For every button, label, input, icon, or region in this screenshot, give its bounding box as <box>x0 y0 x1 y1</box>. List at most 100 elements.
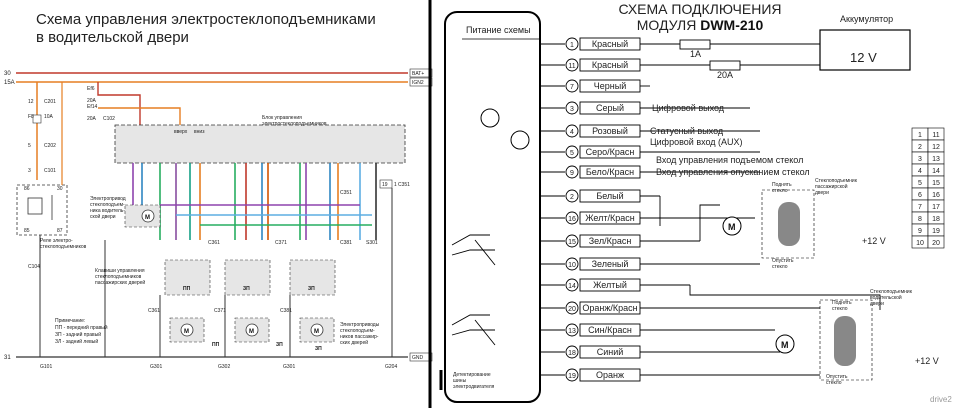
switch-label-2: ЗП <box>243 286 250 292</box>
note-3: ЗЛ - задний левый <box>55 338 98 345</box>
fuse-conn-1: C201 <box>44 99 56 105</box>
rail-31-num: 31 <box>4 355 11 361</box>
c351-pin-19: 19 <box>382 182 388 188</box>
passenger-keys-2: стеклоподъемников <box>95 274 142 280</box>
dwm210-module <box>444 11 541 403</box>
driver-motor-3: ника водитель- <box>90 208 125 214</box>
fuse-conn-3: C202 <box>44 143 56 149</box>
pin-circle <box>565 257 579 271</box>
motor-label-3: ЗП <box>315 346 322 352</box>
c102-label: C102 <box>103 116 115 122</box>
drv-switch-title-2: водительской <box>870 294 902 301</box>
conn-c351: C351 <box>340 190 352 196</box>
relay-pin-87: 87 <box>57 228 63 234</box>
fuse-block-4: 20A <box>87 116 97 122</box>
pin-wire-color: Бело/Красн <box>586 167 634 177</box>
rail-gnd-tag: GND <box>412 355 424 361</box>
motor-label-2: ЗП <box>276 342 283 348</box>
drv-motor: M <box>781 340 789 350</box>
motor-label-1: ПП <box>212 342 220 348</box>
block-title-1: Блок управления <box>262 115 302 121</box>
relay-pin-86: 86 <box>24 186 30 192</box>
pass-lower-1: Опустить <box>772 258 794 264</box>
note-2: ЗП - задний правый <box>55 331 101 338</box>
pin-wire-color: Синий <box>597 347 624 357</box>
note-title: Примечание: <box>55 318 85 324</box>
pin-circle <box>565 189 579 203</box>
connector-cell-number: 20 <box>932 240 940 247</box>
connector-cell-number: 7 <box>918 204 922 211</box>
pin-circle <box>565 58 579 72</box>
pin-circle <box>565 165 579 179</box>
detector-3: электродвигателя <box>453 384 495 390</box>
pass-motor: M <box>728 222 736 232</box>
fuse-20a: 20A <box>717 70 733 80</box>
conn-c361: C361 <box>208 240 220 246</box>
pass-lower-2: стекло <box>772 264 788 270</box>
pin-circle <box>565 37 579 51</box>
pass-plus12: +12 V <box>862 236 886 246</box>
pin-wire-color: Розовый <box>592 126 628 136</box>
connector-cell-number: 3 <box>918 156 922 163</box>
relay-label-2: стеклоподъемников <box>40 244 87 250</box>
block-arrow-down: вниз <box>194 129 205 135</box>
pin-wire-color: Оранж/Красн <box>582 303 637 313</box>
fuse-1a: 1A <box>690 49 701 59</box>
right-title-line1: СХЕМА ПОДКЛЮЧЕНИЯ <box>619 1 782 17</box>
right-title-line2: МОДУЛЯ DWM-210 <box>637 17 764 33</box>
block-title-2: электростеклоподъемников <box>262 121 327 127</box>
pin-wire-color: Желт/Красн <box>585 213 635 223</box>
ground-g204: G204 <box>385 364 397 370</box>
passenger-keys-3: пассажирских дверей <box>95 279 145 286</box>
pin-number: 7 <box>570 84 574 91</box>
pin-number: 10 <box>568 262 576 269</box>
switch-label-1: ПП <box>183 286 191 292</box>
connector-cell-number: 12 <box>932 144 940 151</box>
pin-number: 16 <box>568 216 576 223</box>
connector-cell-number: 16 <box>932 192 940 199</box>
drv-switch-title-1: Стеклоподъемник <box>870 289 913 295</box>
ground-g302: G302 <box>218 364 230 370</box>
fuse-num-4: 3 <box>28 168 31 174</box>
left-title-line1: Схема управления электростеклоподъемника… <box>36 11 376 28</box>
relay-pin-30: 30 <box>57 186 63 192</box>
pass-motors-1: Электроприводы <box>340 322 380 328</box>
passenger-keys-1: Клавиши управления <box>95 268 145 274</box>
left-title-line2: в водительской двери <box>36 29 189 46</box>
drv-plus12: +12 V <box>915 356 939 366</box>
pin-circle <box>565 323 579 337</box>
pin-wire-color: Белый <box>596 191 623 201</box>
pin-wire-color: Син/Красн <box>588 325 632 335</box>
fuse-conn-2: 10A <box>44 114 54 120</box>
connector-cell-number: 19 <box>932 228 940 235</box>
connector-cell-number: 14 <box>932 168 940 175</box>
c351-label: C351 <box>398 182 410 188</box>
pin-16: 16 Желт/Красн <box>540 211 641 225</box>
svg-text:M: M <box>249 329 254 335</box>
pass-switch-title-2: пассажирской <box>815 183 848 190</box>
conn-s301: S301 <box>366 240 378 246</box>
driver-motor-1: Электропривод <box>90 196 126 202</box>
pin-circle <box>565 234 579 248</box>
connector-cell-number: 10 <box>916 240 924 247</box>
pass-motors-2: стеклоподъем- <box>340 328 375 334</box>
left-diagram: Схема управления электростеклоподъемника… <box>0 0 433 408</box>
fuse-num-1: 12 <box>28 99 34 105</box>
fuse-num-3: 5 <box>28 143 31 149</box>
driver-motor-2: стеклоподъем- <box>90 202 125 208</box>
rail-30-num: 30 <box>4 71 11 77</box>
drv-switch-title-3: двери <box>870 301 884 307</box>
control-block <box>114 124 406 164</box>
note-1: ПП - передний правый <box>55 324 108 331</box>
connector-cell-number: 18 <box>932 216 940 223</box>
conn-c381: C381 <box>340 240 352 246</box>
